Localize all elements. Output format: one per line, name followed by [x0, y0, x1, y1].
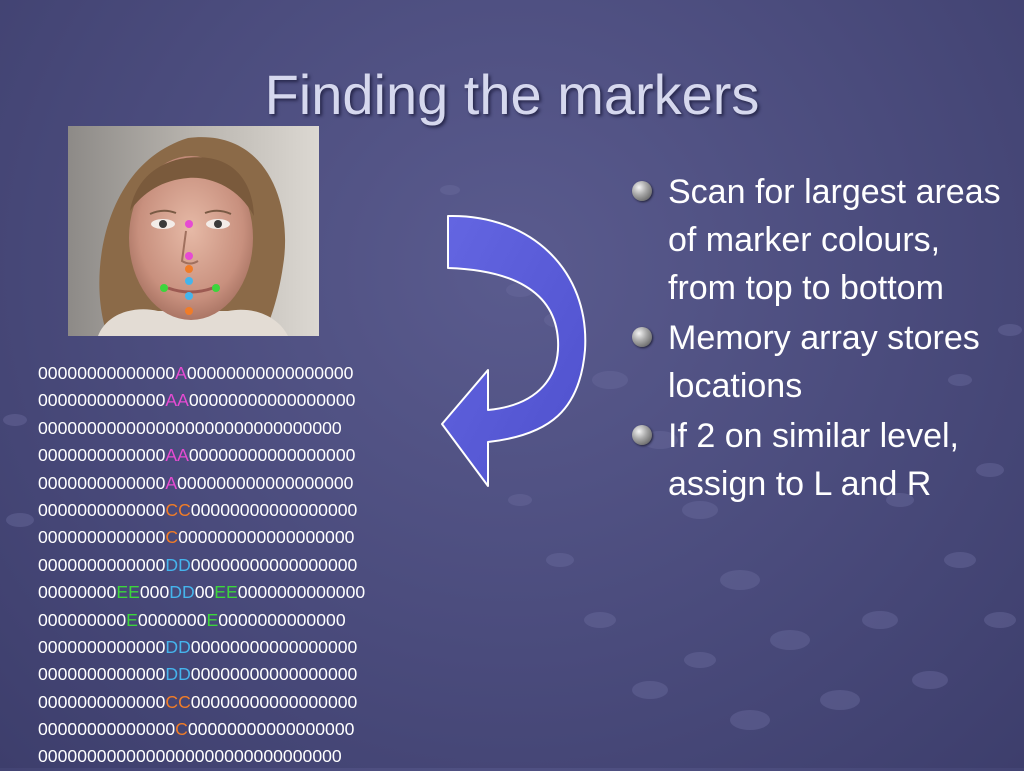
marker-c-dot — [185, 265, 193, 273]
sphere-bullet-icon — [632, 327, 652, 347]
memory-array-grid: 00000000000000A00000000000000000 00000000… — [38, 360, 365, 771]
marker-e-dot — [160, 284, 168, 292]
memory-grid-row: 0000000000000CC00000000000000000 — [38, 499, 358, 520]
memory-grid-row: 00000000EE000DD00EE0000000000000 — [38, 582, 366, 603]
memory-grid-row: 00000000000000A00000000000000000 — [38, 363, 354, 383]
memory-grid-row: 0000000000000DD00000000000000000 — [38, 636, 358, 657]
bullet-item: Memory array stores locations — [632, 314, 1017, 410]
memory-grid-row: 0000000000000AA00000000000000000 — [38, 445, 356, 466]
bullet-list: Scan for largest areas of marker colours… — [632, 168, 1017, 510]
bullet-text: Memory array stores locations — [668, 319, 980, 405]
memory-grid-row: 0000000000000C000000000000000000 — [38, 527, 355, 548]
bullet-item: Scan for largest areas of marker colours… — [632, 168, 1017, 312]
memory-grid-row: 0000000000000000000000000000000 — [38, 746, 342, 767]
memory-grid-row: 00000000000000C00000000000000000 — [38, 719, 355, 740]
curved-arrow — [441, 214, 587, 487]
sphere-bullet-icon — [632, 181, 652, 201]
memory-grid-row: 0000000000000AA00000000000000000 — [38, 390, 356, 411]
face-photo — [68, 126, 319, 336]
slide-title: Finding the markers — [264, 63, 760, 126]
memory-grid-row: 0000000000000000000000000000000 — [38, 417, 342, 438]
sphere-bullet-icon — [632, 425, 652, 445]
memory-grid-row: 0000000000000A000000000000000000 — [38, 472, 354, 493]
memory-grid-row: 0000000000000DD00000000000000000 — [38, 554, 358, 575]
face-photo-illustration — [68, 126, 319, 336]
bullet-text: If 2 on similar level, assign to L and R — [668, 417, 959, 503]
memory-grid-row: 0000000000000CC00000000000000000 — [38, 691, 358, 712]
marker-d-dot — [185, 277, 193, 285]
marker-a-dot — [185, 220, 193, 228]
bullet-text: Scan for largest areas of marker colours… — [668, 173, 1001, 307]
bullet-item: If 2 on similar level, assign to L and R — [632, 412, 1017, 508]
memory-grid-row: 0000000000000DD00000000000000000 — [38, 664, 358, 685]
memory-grid-row: 000000000E0000000E0000000000000 — [38, 609, 346, 630]
